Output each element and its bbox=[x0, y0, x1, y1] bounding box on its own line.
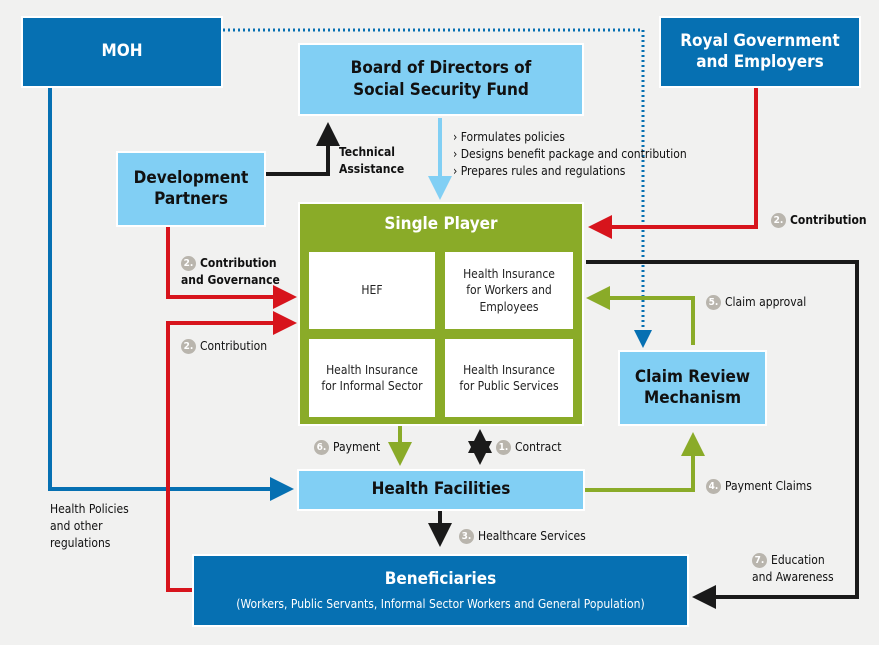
claim-review-label-line1: Claim Review bbox=[634, 366, 751, 387]
step-badge: 6. bbox=[314, 440, 329, 455]
flow-text: regulations bbox=[50, 535, 111, 550]
health-facilities-box: Health Facilities bbox=[297, 469, 585, 511]
board-label-line2: Social Security Fund bbox=[353, 79, 529, 100]
education-awareness-label: 7. Education and Awareness bbox=[752, 552, 834, 586]
moh-label: MOH bbox=[101, 41, 143, 62]
flow-text: Contribution bbox=[200, 256, 277, 270]
step-badge: 5. bbox=[706, 295, 721, 310]
step-badge: 2. bbox=[181, 256, 196, 271]
technical-assistance-line2: Assistance bbox=[339, 161, 405, 176]
scheme-cell-workers: Health Insurance for Workers and Employe… bbox=[445, 252, 573, 329]
single-player-title: Single Player bbox=[384, 214, 498, 234]
cell-text: Employees bbox=[479, 299, 539, 314]
step-badge: 2. bbox=[181, 339, 196, 354]
cell-text: Health Insurance bbox=[463, 362, 555, 377]
cell-text: HEF bbox=[361, 283, 383, 298]
contribution-governance-label: 2. Contribution and Governance bbox=[181, 255, 280, 289]
beneficiaries-title: Beneficiaries bbox=[384, 569, 497, 590]
royal-government-label-line2: and Employers bbox=[696, 52, 824, 72]
board-label-line1: Board of Directors of bbox=[350, 58, 532, 79]
step-badge: 2. bbox=[771, 213, 786, 228]
flow-text: Healthcare Services bbox=[478, 529, 586, 543]
flow-text: Payment bbox=[333, 440, 381, 454]
beneficiaries-subtitle: (Workers, Public Servants, Informal Sect… bbox=[236, 596, 645, 611]
flow-text: Health Policies bbox=[50, 502, 129, 516]
education-line bbox=[586, 260, 859, 609]
scheme-cell-hef: HEF bbox=[309, 252, 435, 329]
royal-contribution-line bbox=[588, 88, 758, 239]
technical-assistance-line bbox=[265, 122, 340, 176]
technical-assistance-label: Technical Assistance bbox=[339, 144, 404, 178]
step-badge: 1. bbox=[496, 440, 511, 455]
flow-text: Education bbox=[771, 553, 825, 567]
cell-text: Health Insurance bbox=[326, 362, 418, 377]
health-facilities-label: Health Facilities bbox=[371, 479, 511, 500]
development-partners-label-line2: Partners bbox=[154, 189, 228, 209]
flow-text: Claim approval bbox=[725, 295, 807, 309]
scheme-cell-public-services: Health Insurance for Public Services bbox=[445, 339, 573, 417]
royal-government-label-line1: Royal Government bbox=[680, 30, 840, 51]
moh-to-health-facilities bbox=[48, 88, 294, 501]
flow-text: and Awareness bbox=[752, 569, 834, 584]
contribution-gov-label: 2. Contribution bbox=[771, 212, 867, 229]
flow-text: Contribution bbox=[790, 213, 867, 227]
flow-text: and other bbox=[50, 518, 103, 533]
dev-contribution-line bbox=[166, 227, 297, 309]
claim-review-label-line2: Mechanism bbox=[643, 388, 742, 408]
beneficiaries-contribution-line bbox=[166, 311, 297, 592]
royal-government-box: Royal Government and Employers bbox=[659, 16, 861, 88]
step-badge: 4. bbox=[706, 479, 721, 494]
flow-text: and Governance bbox=[181, 272, 280, 287]
development-partners-box: Development Partners bbox=[116, 151, 266, 227]
contribution-beneficiaries-label: 2. Contribution bbox=[181, 338, 267, 355]
board-function: › Designs benefit package and contributi… bbox=[453, 147, 687, 161]
claim-approval-line bbox=[586, 286, 695, 345]
board-function: › Prepares rules and regulations bbox=[453, 164, 626, 178]
moh-box: MOH bbox=[21, 16, 223, 88]
single-player-box: Single Player HEF Health Insurance for W… bbox=[298, 202, 584, 426]
claim-review-box: Claim Review Mechanism bbox=[618, 350, 767, 426]
scheme-cell-informal: Health Insurance for Informal Sector bbox=[309, 339, 435, 417]
cell-text: Health Insurance bbox=[463, 267, 555, 282]
payment-label: 6. Payment bbox=[314, 439, 380, 456]
board-functions-list: › Formulates policies › Designs benefit … bbox=[453, 129, 687, 180]
technical-assistance-line1: Technical bbox=[339, 145, 395, 159]
flow-text: Contract bbox=[515, 440, 562, 454]
healthcare-services-label: 3. Healthcare Services bbox=[459, 528, 586, 545]
cell-text: for Workers and bbox=[466, 283, 552, 298]
step-badge: 3. bbox=[459, 529, 474, 544]
cell-text: for Public Services bbox=[459, 379, 559, 393]
payment-claims-line bbox=[585, 432, 705, 492]
flow-text: Payment Claims bbox=[725, 479, 812, 493]
step-badge: 7. bbox=[752, 553, 767, 568]
board-function: › Formulates policies bbox=[453, 130, 565, 144]
beneficiaries-box: Beneficiaries (Workers, Public Servants,… bbox=[192, 554, 689, 627]
claim-approval-label: 5. Claim approval bbox=[706, 294, 806, 311]
cell-text: for Informal Sector bbox=[321, 379, 423, 393]
board-box: Board of Directors of Social Security Fu… bbox=[298, 43, 584, 116]
payment-claims-label: 4. Payment Claims bbox=[706, 478, 812, 495]
flow-text: Contribution bbox=[200, 339, 268, 353]
moh-to-claim-review-dotted bbox=[223, 28, 652, 348]
development-partners-label-line1: Development bbox=[133, 167, 249, 188]
contract-label: 1. Contract bbox=[496, 439, 561, 456]
health-policies-label: Health Policies and other regulations bbox=[50, 501, 129, 551]
